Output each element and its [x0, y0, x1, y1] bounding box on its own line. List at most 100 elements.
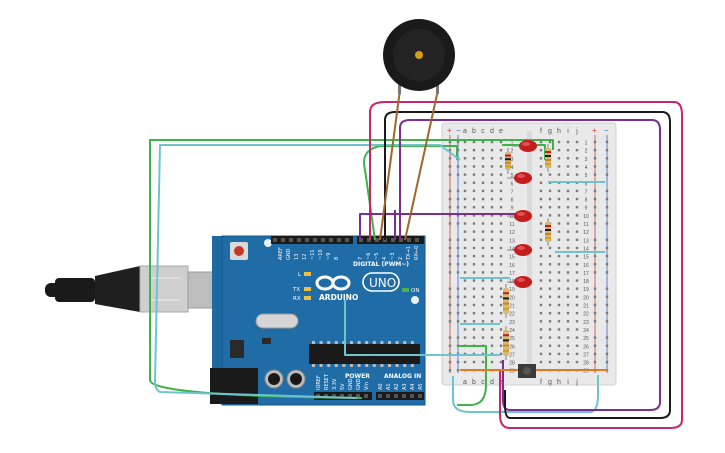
push-button [518, 364, 536, 378]
column-letter: e [499, 379, 503, 386]
resistor [503, 326, 509, 360]
digital-pin-label: 13 [294, 254, 300, 260]
digital-pin-label: TX→1 [406, 246, 412, 261]
wire-black [384, 111, 671, 419]
row-number-right: 20 [583, 295, 589, 301]
resistor [545, 218, 551, 246]
row-number-right: 14 [583, 246, 589, 252]
power-pin-label: 3.3V [332, 378, 338, 390]
column-letter: a [463, 379, 467, 386]
digital-pin-label: 4 [382, 257, 388, 260]
led-l-label: L [298, 272, 302, 278]
row-number-right: 11 [583, 222, 588, 228]
digital-pin-label: ~9 [326, 253, 332, 260]
power-pin-label: 5V [340, 383, 346, 390]
row-number-right: 27 [583, 352, 589, 358]
row-number-right: 22 [583, 312, 589, 318]
row-number-right: 16 [583, 263, 589, 269]
column-letter: h [557, 379, 561, 386]
row-number-left: 5 [511, 173, 514, 179]
wire-purple-row10 [359, 213, 520, 240]
row-number-right: 10 [583, 214, 589, 220]
column-letter: a [463, 128, 467, 135]
row-number-left: 7 [511, 189, 514, 195]
digital-pin-label: ~5 [374, 253, 380, 260]
row-number-right: 13 [583, 238, 589, 244]
wire-buzzer-a [379, 89, 401, 241]
row-number-right: 25 [583, 336, 589, 342]
resistor [505, 148, 511, 174]
row-number-right: 2 [585, 149, 588, 155]
row-number-left: 29 [509, 369, 515, 375]
analog-pin-label: A0 [378, 383, 384, 390]
arduino-uno-board: L TX RX ON ARDUINO UNO DIGITAL (PWM~) PO… [210, 235, 426, 406]
row-number-right: 3 [585, 157, 588, 163]
wire-buzzer-b [404, 89, 439, 241]
row-number-left: 27 [509, 352, 515, 358]
board-model: UNO [369, 276, 396, 290]
column-letter: d [490, 379, 494, 386]
row-number-right: 21 [583, 304, 589, 310]
row-number-left: 25 [509, 336, 515, 342]
row-number-left: 23 [509, 320, 515, 326]
power-pin-label: Vin [364, 382, 370, 390]
row-number-left: 16 [509, 263, 515, 269]
power-pin-label: IOREF [316, 375, 322, 390]
row-number-left: 17 [509, 271, 515, 277]
digital-pin-label: ~10 [318, 249, 324, 260]
digital-pin-label: GND [286, 248, 292, 260]
digital-pin-label: 7 [358, 257, 364, 260]
column-letter: d [490, 128, 494, 135]
column-letter: e [499, 128, 503, 135]
digital-pin-label: 8 [334, 257, 340, 260]
row-number-left: 8 [511, 198, 514, 204]
red-led [507, 210, 532, 222]
wire-cyan-5v [154, 144, 461, 399]
row-number-left: 3 [511, 157, 514, 163]
rail-minus-label: − [456, 126, 461, 135]
red-led [507, 172, 532, 184]
analog-pin-label: A2 [394, 383, 400, 390]
row-number-right: 9 [585, 206, 588, 212]
row-number-left: 11 [509, 222, 514, 228]
row-number-right: 12 [583, 230, 589, 236]
row-number-right: 15 [583, 255, 589, 261]
row-number-right: 28 [583, 361, 589, 367]
row-number-left: 22 [509, 312, 515, 318]
analog-header-label: ANALOG IN [384, 373, 421, 380]
column-letter: j [575, 379, 578, 386]
digital-header-label: DIGITAL (PWM~) [353, 261, 409, 268]
rail-plus-label-right: + [592, 126, 597, 135]
wire-green-pin7 [363, 145, 458, 241]
row-number-right: 17 [583, 271, 589, 277]
rail-plus-label: + [447, 126, 452, 135]
wire-purple-outer [399, 119, 661, 411]
row-number-right: 1 [585, 141, 588, 147]
red-led [512, 140, 537, 152]
row-number-right: 8 [585, 198, 588, 204]
piezo-buzzer-icon [383, 19, 455, 94]
row-number-left: 12 [509, 230, 515, 236]
column-letter: c [481, 379, 485, 386]
column-letter: f [540, 379, 542, 386]
resistor [545, 144, 551, 172]
wire-green-bottom [457, 345, 487, 406]
power-pin-label: RESET [324, 373, 330, 390]
board-name: ARDUINO [319, 293, 358, 302]
row-number-left: 24 [509, 328, 515, 334]
column-letter: b [472, 128, 476, 135]
row-number-left: 15 [509, 255, 515, 261]
row-number-left: 26 [509, 344, 515, 350]
red-led [507, 276, 532, 288]
digital-pin-label: 2 [398, 257, 404, 260]
row-number-left: 19 [509, 287, 515, 293]
column-letter: h [557, 128, 561, 135]
row-number-left: 9 [511, 206, 514, 212]
row-number-right: 29 [583, 369, 589, 375]
row-number-left: 6 [511, 181, 514, 187]
wire-cyan-bottom [452, 375, 599, 413]
row-number-left: 1 [511, 141, 514, 147]
digital-pin-label: ~3 [390, 253, 396, 260]
column-letter: j [575, 128, 578, 135]
digital-pin-label: 12 [302, 254, 308, 260]
